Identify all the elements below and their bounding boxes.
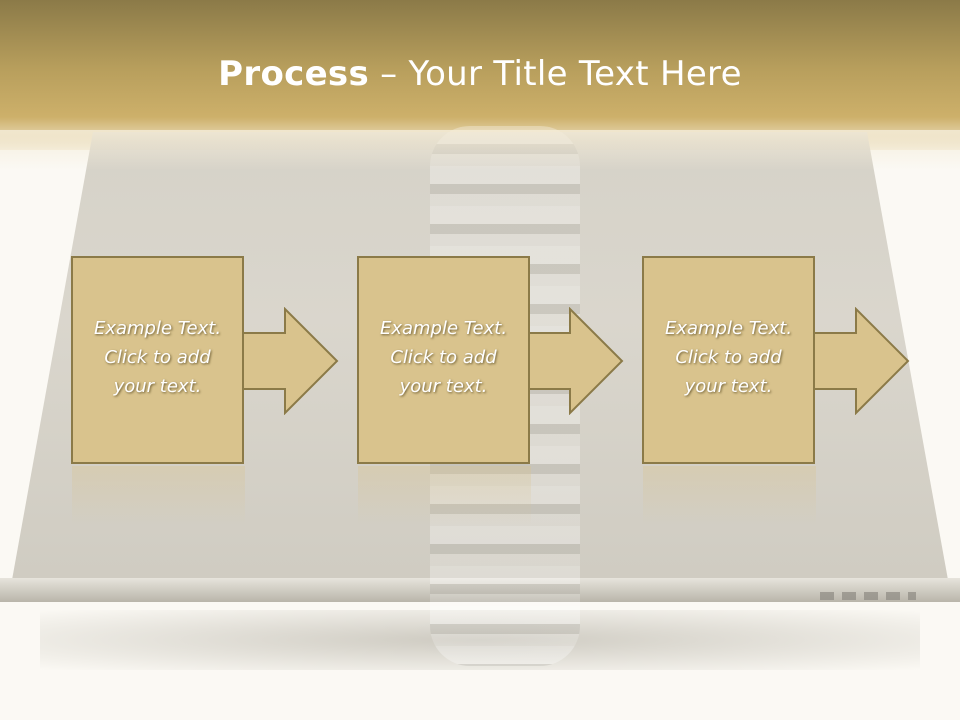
laptop-edge — [0, 578, 960, 602]
step-2-box[interactable]: Example Text. Click to add your text. — [357, 256, 530, 464]
laptop-vents — [820, 592, 916, 600]
step-2-arrow — [528, 307, 624, 415]
step-3-text[interactable]: Example Text. Click to add your text. — [664, 318, 793, 397]
header-fade — [0, 130, 960, 170]
step-1-arrow — [243, 307, 339, 415]
step-3-reflection — [643, 466, 816, 526]
step-2-reflection — [358, 466, 531, 526]
step-3-box[interactable]: Example Text. Click to add your text. — [642, 256, 815, 464]
title-rest: – Your Title Text Here — [369, 54, 742, 94]
step-1-box[interactable]: Example Text. Click to add your text. — [71, 256, 244, 464]
step-1-reflection — [72, 466, 245, 526]
step-3-arrow — [814, 307, 910, 415]
step-2-text[interactable]: Example Text. Click to add your text. — [379, 318, 508, 397]
slide-title[interactable]: Process – Your Title Text Here — [0, 54, 960, 94]
title-bold: Process — [218, 54, 370, 94]
step-1-text[interactable]: Example Text. Click to add your text. — [93, 318, 222, 397]
header-banner — [0, 0, 960, 150]
laptop-shadow — [40, 610, 920, 670]
